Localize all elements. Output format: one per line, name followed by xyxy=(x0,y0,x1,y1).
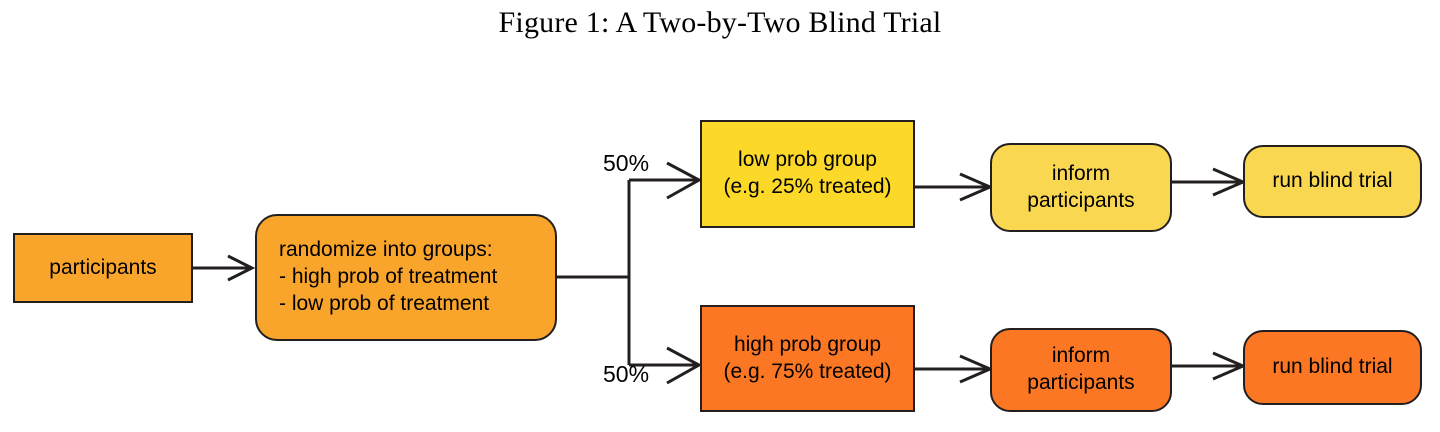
node-high-prob-group[interactable]: high prob group (e.g. 75% treated) xyxy=(700,305,915,412)
node-inform-participants-top[interactable]: inform participants xyxy=(990,143,1172,232)
edge-label-top-branch: 50% xyxy=(603,150,650,176)
node-randomize-into-groups[interactable]: randomize into groups: - high prob of tr… xyxy=(255,214,557,341)
arrowhead-branch-top xyxy=(666,161,703,200)
node-inform-participants-bottom[interactable]: inform participants xyxy=(990,328,1172,412)
arrowhead-branch-bottom xyxy=(666,346,703,385)
figure-title: Figure 1: A Two-by-Two Blind Trial xyxy=(498,6,942,39)
node-run-blind-trial-bottom[interactable]: run blind trial xyxy=(1243,330,1422,405)
node-low-prob-group[interactable]: low prob group (e.g. 25% treated) xyxy=(700,120,915,228)
node-run-blind-trial-top[interactable]: run blind trial xyxy=(1243,145,1422,218)
node-participants[interactable]: participants xyxy=(13,233,193,303)
arrowhead-participants-randomize xyxy=(227,254,256,282)
edge-label-bottom-branch: 50% xyxy=(603,361,650,387)
